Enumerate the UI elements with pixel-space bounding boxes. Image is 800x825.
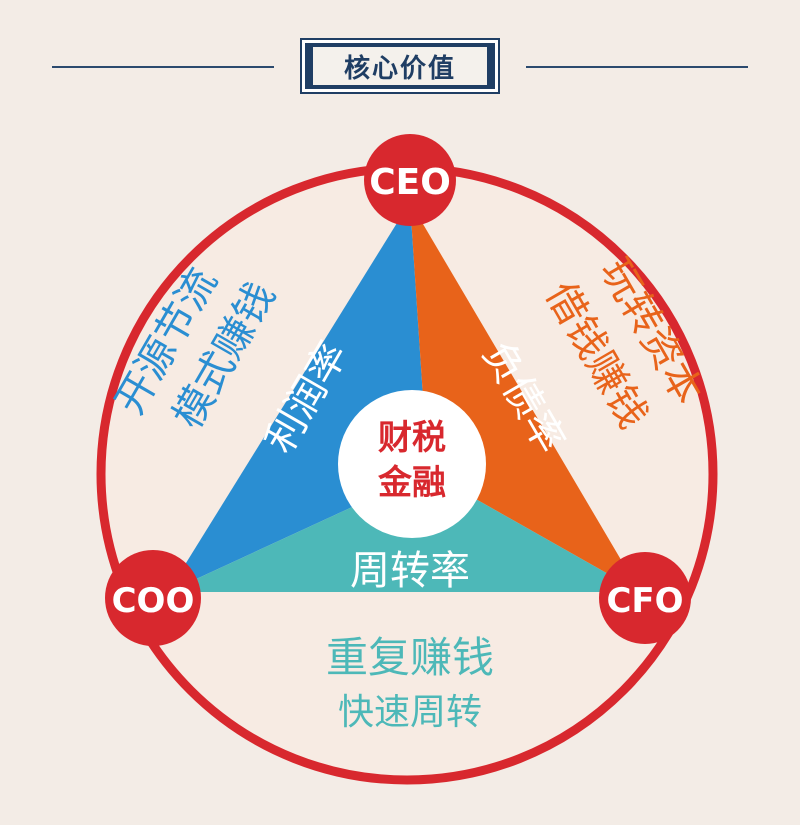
center-label-line2: 金融 — [377, 463, 446, 503]
segment-label-bottom: 周转率 — [350, 548, 470, 594]
node-ceo: CEO — [364, 134, 456, 226]
outer-text-bottom-line1: 重复赚钱 — [326, 633, 494, 682]
node-cfo: CFO — [599, 552, 691, 644]
page-title: 核心价值 — [343, 53, 456, 84]
node-coo: COO — [105, 550, 201, 646]
outer-text-bottom-line2: 快速周转 — [338, 692, 482, 733]
node-cfo-label: CFO — [606, 581, 683, 621]
node-ceo-label: CEO — [369, 162, 451, 203]
segment-debt-rate — [410, 202, 640, 592]
header-line-left — [52, 66, 274, 68]
center-circle — [338, 390, 486, 538]
center-label-line1: 财税 — [378, 418, 446, 458]
header-line-right — [526, 66, 748, 68]
node-coo-label: COO — [112, 581, 195, 621]
title-badge: 核心价值 — [300, 38, 500, 94]
